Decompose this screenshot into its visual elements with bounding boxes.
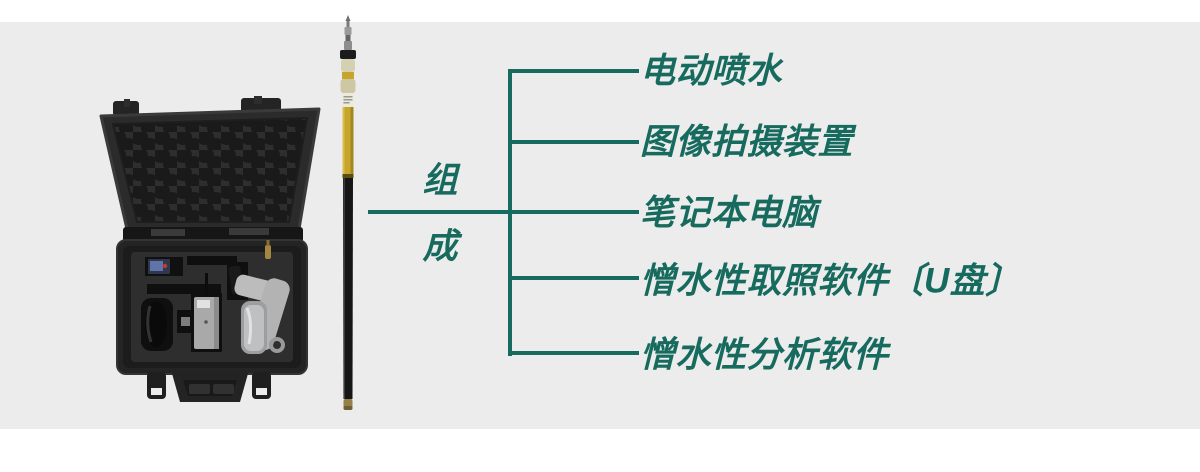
root-label-top: 组 bbox=[422, 161, 458, 200]
pole-ring-yellow bbox=[342, 72, 354, 79]
brass-nozzle bbox=[265, 240, 271, 259]
branch-line-1 bbox=[508, 69, 639, 73]
pole-collar-cream-lower bbox=[340, 79, 356, 93]
remote-device bbox=[145, 257, 183, 276]
pole-end-cap bbox=[343, 399, 353, 410]
branch-label-analysis-software: 憎水性分析软件 bbox=[640, 335, 889, 375]
equipment-case-photo bbox=[99, 96, 321, 402]
case-hinge bbox=[123, 227, 303, 242]
pole-shaft-yellow bbox=[342, 107, 354, 178]
transmitter-box bbox=[191, 273, 222, 352]
root-connector-line bbox=[368, 210, 639, 214]
case-front-hardware bbox=[147, 370, 271, 402]
branch-label-laptop: 笔记本电脑 bbox=[640, 193, 818, 233]
foam-slot bbox=[187, 256, 237, 265]
branch-line-5 bbox=[508, 351, 639, 355]
pole-shaft-black bbox=[343, 178, 353, 399]
branch-label-electric-spray: 电动喷水 bbox=[640, 51, 783, 91]
spray-gun bbox=[227, 262, 290, 354]
pole-label bbox=[342, 93, 354, 107]
case-base bbox=[116, 239, 308, 375]
case-lid bbox=[99, 107, 321, 231]
branch-label-photo-software-usb: 憎水性取照软件〔U盘〕 bbox=[640, 261, 1021, 301]
pole-spray-tip bbox=[344, 15, 352, 50]
telescopic-pole-photo bbox=[340, 15, 356, 410]
root-label-bottom: 成 bbox=[422, 227, 458, 266]
connector-cutout bbox=[177, 310, 194, 333]
branch-line-4 bbox=[508, 276, 639, 280]
branch-line-2 bbox=[508, 140, 639, 144]
branch-label-image-capture-device: 图像拍摄装置 bbox=[640, 122, 854, 162]
curved-part bbox=[141, 298, 173, 351]
pole-collar-cream-upper bbox=[341, 59, 355, 72]
foam-slot bbox=[147, 284, 221, 294]
pole-collar-black bbox=[340, 50, 356, 59]
